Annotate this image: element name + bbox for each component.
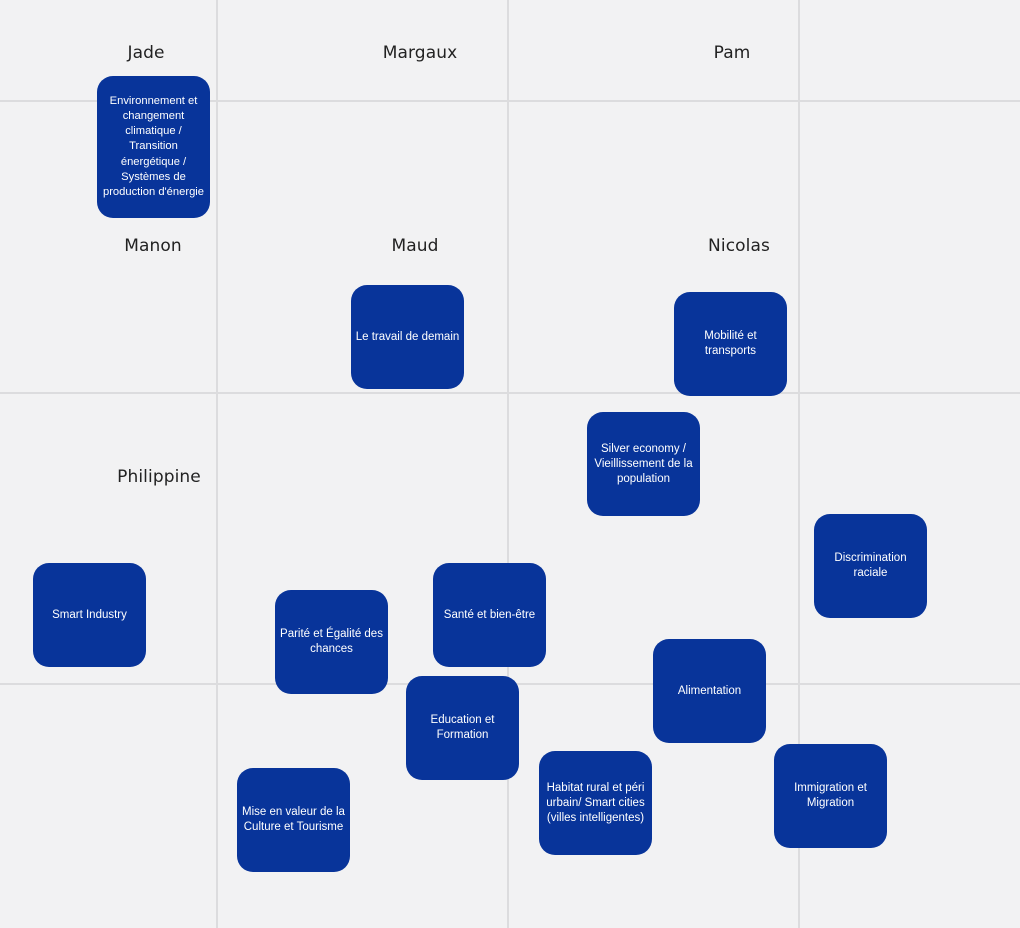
- sticky-note-text: Smart Industry: [52, 608, 127, 621]
- grid-line: [507, 0, 509, 928]
- sticky-note-education[interactable]: Education et Formation: [406, 676, 519, 780]
- sticky-note-text: Education et Formation: [430, 714, 495, 741]
- sticky-note-habitat[interactable]: Habitat rural et péri urbain/ Smart citi…: [539, 751, 652, 855]
- sticky-note-mobilite[interactable]: Mobilité et transports: [674, 292, 787, 396]
- sticky-note-sante[interactable]: Santé et bien-être: [433, 563, 546, 667]
- person-label-maud: Maud: [391, 236, 439, 256]
- person-label-margaux: Margaux: [382, 43, 458, 63]
- sticky-note-text: Mise en valeur de la Culture et Tourisme: [242, 806, 345, 833]
- person-label-jade: Jade: [127, 43, 165, 63]
- sticky-note-text: Environnement et changement climatique /…: [102, 94, 205, 198]
- sticky-note-text: Santé et bien-être: [443, 608, 536, 621]
- person-label-manon: Manon: [124, 236, 182, 256]
- person-label-pam: Pam: [713, 43, 751, 63]
- sticky-note-text: Immigration et Migration: [794, 782, 867, 809]
- sticky-note-text: Discrimination raciale: [834, 552, 907, 579]
- sticky-note-silver-economy[interactable]: Silver economy / Vieillissement de la po…: [587, 412, 700, 516]
- sticky-note-immigration[interactable]: Immigration et Migration: [774, 744, 887, 848]
- sticky-note-environnement[interactable]: Environnement et changement climatique /…: [97, 76, 210, 218]
- sticky-note-parite[interactable]: Parité et Égalité des chances: [275, 590, 388, 694]
- sticky-note-text: Le travail de demain: [355, 330, 460, 343]
- sticky-note-travail-de-demain[interactable]: Le travail de demain: [351, 285, 464, 389]
- sticky-note-text: Mobilité et transports: [704, 330, 757, 357]
- sticky-note-culture[interactable]: Mise en valeur de la Culture et Tourisme: [237, 768, 350, 872]
- person-label-philippine: Philippine: [117, 467, 201, 487]
- grid-line: [216, 0, 218, 928]
- grid-line: [798, 0, 800, 928]
- grid-line: [0, 392, 1020, 394]
- person-label-nicolas: Nicolas: [708, 236, 770, 256]
- sticky-note-text: Alimentation: [677, 684, 742, 697]
- sticky-note-alimentation[interactable]: Alimentation: [653, 639, 766, 743]
- sticky-note-smart-industry[interactable]: Smart Industry: [33, 563, 146, 667]
- sticky-note-discrimination[interactable]: Discrimination raciale: [814, 514, 927, 618]
- sticky-note-text: Silver economy / Vieillissement de la po…: [594, 442, 693, 485]
- sticky-note-text: Parité et Égalité des chances: [280, 628, 383, 655]
- grid-line: [0, 100, 1020, 102]
- sticky-note-text: Habitat rural et péri urbain/ Smart citi…: [546, 781, 645, 824]
